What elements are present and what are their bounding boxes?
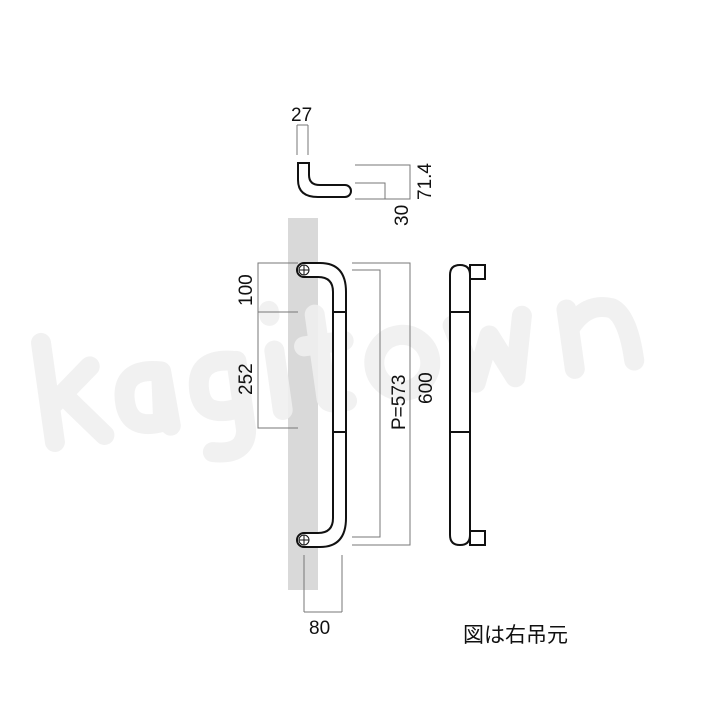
grip-252-label: 252 <box>236 363 257 395</box>
projection-80-label: 80 <box>309 618 330 639</box>
depth-71-4-label: 71.4 <box>415 163 436 200</box>
top-view-handle <box>297 162 352 198</box>
upper-100-label: 100 <box>236 274 257 306</box>
length-600-label: 600 <box>416 372 437 404</box>
side-view-handle <box>449 263 471 547</box>
handle-outlines <box>296 162 486 548</box>
dimension-lines <box>257 124 411 613</box>
front-view-handle <box>296 262 347 548</box>
offset-30-label: 30 <box>392 205 413 226</box>
pitch-label: P=573 <box>389 375 410 430</box>
width-27-label: 27 <box>291 105 312 126</box>
hinge-note: 図は右吊元 <box>463 623 568 647</box>
door-edge <box>288 218 318 590</box>
